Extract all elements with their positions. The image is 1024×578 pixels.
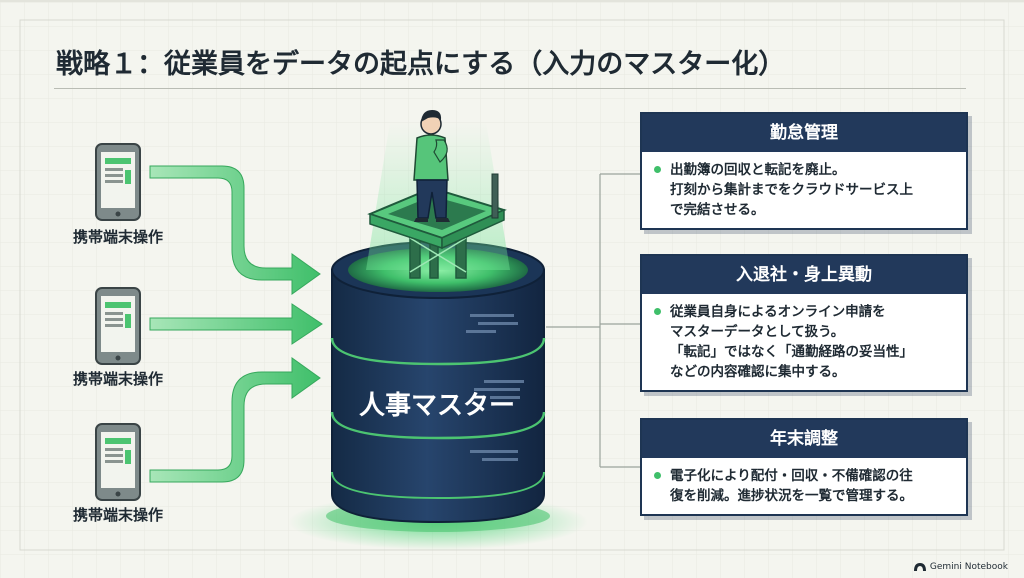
brand-watermark: Gemini Notebook: [913, 562, 1008, 572]
box-line: 電子化により配付・回収・不備確認の往: [670, 468, 913, 484]
device-label: 携帯端末操作: [72, 506, 163, 524]
box-year-end: 年末調整 電子化により配付・回収・不備確認の往 復を削減。進捗状況を一覧で管理す…: [640, 418, 968, 516]
box-line: マスターデータとして扱う。: [670, 324, 845, 340]
arrow-top: [149, 165, 321, 295]
smartphone-icon: [95, 143, 141, 221]
bullet-icon: [654, 472, 661, 479]
arrow-bottom: [149, 357, 321, 483]
arrow-middle: [149, 303, 323, 345]
input-arrows: [149, 165, 323, 483]
box-line: 従業員自身によるオンライン申請を: [670, 304, 886, 320]
master-label: 人事マスター: [358, 391, 515, 421]
notebook-logo-icon: [913, 563, 926, 571]
box-onboarding: 入退社・身上異動 従業員自身によるオンライン申請を マスターデータとして扱う。 …: [640, 254, 968, 392]
smartphone-icon: [95, 287, 141, 365]
title-divider: [54, 88, 966, 89]
box-header: 年末調整: [642, 420, 966, 458]
box-line: 出勤簿の回収と転記を廃止。: [670, 162, 846, 178]
box-line: で完結させる。: [670, 202, 765, 218]
bullet-icon: [654, 166, 661, 173]
person-icon: [413, 110, 450, 222]
page-title: 戦略１：従業員をデータの起点にする（入力のマスター化）: [56, 49, 786, 80]
box-attendance: 勤怠管理 出勤簿の回収と転記を廃止。 打刻から集計までをクラウドサービス上 で完…: [640, 112, 968, 230]
brand-label: Gemini Notebook: [929, 562, 1008, 572]
box-line: 「転記」ではなく「通勤経路の妥当性」: [670, 344, 913, 360]
box-header: 勤怠管理: [642, 114, 966, 152]
box-line: などの内容確認に集中する。: [670, 364, 846, 380]
box-body: 従業員自身によるオンライン申請を マスターデータとして扱う。 「転記」ではなく「…: [642, 294, 966, 390]
box-line: 復を削減。進捗状況を一覧で管理する。: [670, 488, 913, 504]
box-body: 電子化により配付・回収・不備確認の往 復を削減。進捗状況を一覧で管理する。: [642, 458, 966, 514]
box-header: 入退社・身上異動: [642, 256, 966, 294]
connector-lines: [546, 173, 640, 468]
smartphone-icon: [95, 423, 141, 501]
box-line: 打刻から集計までをクラウドサービス上: [670, 182, 913, 198]
bullet-icon: [654, 308, 661, 315]
device-label: 携帯端末操作: [72, 228, 163, 246]
device-label: 携帯端末操作: [72, 370, 163, 388]
box-body: 出勤簿の回収と転記を廃止。 打刻から集計までをクラウドサービス上 で完結させる。: [642, 152, 966, 228]
